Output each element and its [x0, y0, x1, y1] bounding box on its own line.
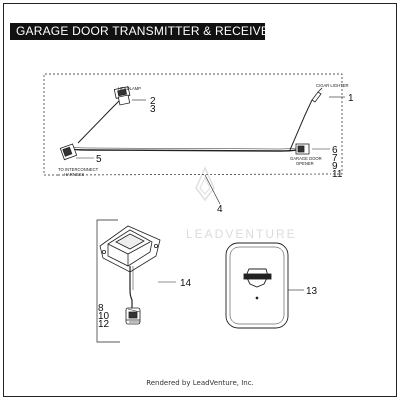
transmitter-remote [225, 242, 289, 329]
garage-door-label-line1: GARAGE DOOR [290, 156, 322, 161]
harness-leaders [76, 96, 345, 159]
callout-7: 7 [332, 153, 338, 164]
callout-6: 6 [332, 145, 338, 156]
interconnect-connector [59, 143, 78, 161]
receiver-group-box [96, 219, 120, 343]
interconnect-label-line2: HARNESS [64, 172, 84, 177]
callout-2: 2 [150, 96, 156, 107]
callout-5: 5 [96, 154, 102, 165]
footer-credit: Rendered by LeadVenture, Inc. [146, 379, 254, 387]
harness-box [43, 73, 343, 205]
watermark-text: LEADVENTURE [186, 227, 297, 241]
callout-9: 9 [332, 161, 338, 172]
callout-13: 13 [306, 286, 318, 297]
garage-door-connector [295, 143, 310, 155]
callout-3: 3 [150, 104, 156, 115]
callout-14: 14 [180, 278, 192, 289]
callout-12: 12 [98, 319, 110, 330]
receiver-leaders [127, 281, 176, 323]
headlamp-connector [113, 86, 131, 106]
garage-door-label-line2: OPENER [296, 161, 314, 166]
watermark: LEADVENTURE [186, 166, 297, 241]
callout-10: 10 [98, 311, 110, 322]
cigar-lighter-plug [311, 87, 323, 103]
interconnect-label-line1: TO INTERCONNECT [58, 167, 99, 172]
diagram-title: GARAGE DOOR TRANSMITTER & RECEIVER [10, 23, 278, 40]
wiring-harness [67, 99, 313, 152]
receiver-module [99, 225, 161, 325]
cigar-lighter-label: CIGAR LIGHTER [316, 83, 349, 88]
callout-11: 11 [332, 169, 343, 180]
callout-8: 8 [98, 303, 104, 314]
callout-1: 1 [348, 93, 354, 104]
headlamp-label: HEADLAMP [118, 86, 141, 91]
callout-4: 4 [217, 204, 223, 215]
diagram-frame [3, 3, 397, 397]
